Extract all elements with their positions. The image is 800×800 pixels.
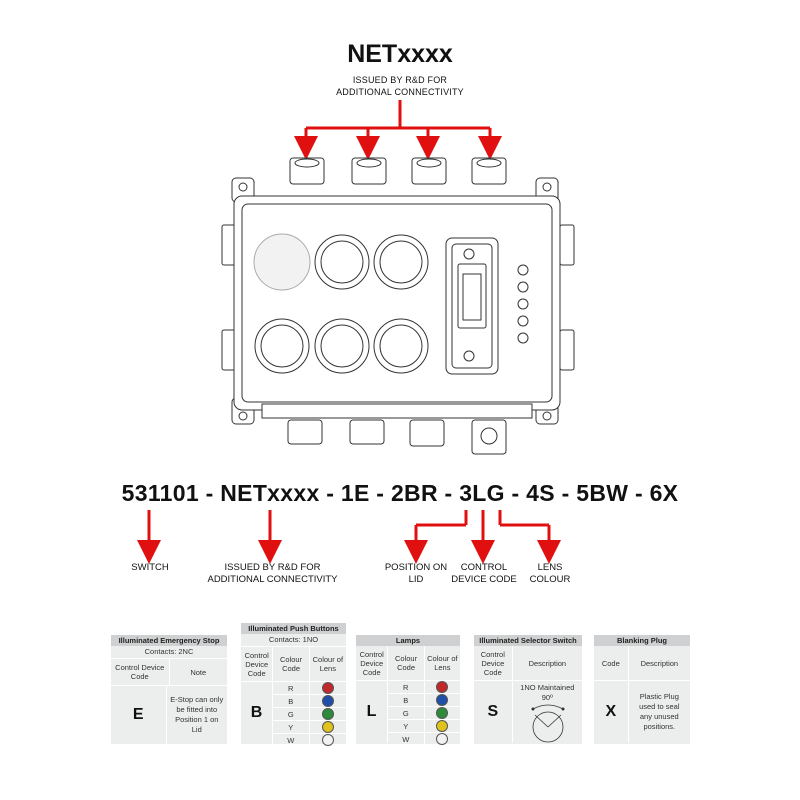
table-blanking-plug: Blanking Plug Code Description X Plastic… [594, 635, 690, 744]
selector-90-icon [531, 704, 565, 743]
label-switch: SWITCH [131, 562, 169, 573]
col-header: Description [528, 658, 567, 668]
label-lens-line-2: COLOUR [529, 574, 571, 585]
table-contacts: Contacts: 1NO [241, 634, 346, 647]
device-code: L [356, 681, 388, 743]
col-header: Colour of Lens [427, 654, 458, 672]
label-issued-line-1: ISSUED BY R&D FOR [224, 562, 321, 573]
table-title: Blanking Plug [594, 635, 690, 646]
label-control: CONTROL DEVICE CODE [446, 562, 522, 586]
colour-code: B [273, 695, 310, 707]
table-emergency-stop: Illuminated Emergency Stop Contacts: 2NC… [111, 635, 227, 744]
device-code: E [111, 686, 167, 744]
colour-code: B [388, 694, 425, 706]
enclosure-body [221, 157, 575, 455]
label-lens: LENS COLOUR [515, 562, 585, 586]
colour-code: G [388, 707, 425, 719]
table-title: Illuminated Emergency Stop [111, 635, 227, 646]
red-lens-swatch [436, 681, 449, 693]
col-header: Control Device Code [241, 647, 274, 681]
colour-code: Y [273, 721, 310, 733]
device-code: X [594, 681, 629, 743]
label-lens-line-1: LENS [537, 562, 563, 573]
netxxxx-title: NETxxxx [347, 40, 453, 68]
blue-lens-swatch [321, 695, 334, 707]
colour-code: W [273, 734, 310, 746]
table-contacts: Contacts: 2NC [111, 646, 227, 659]
selector-description: 1NO Maintained 90º [513, 681, 582, 743]
top-connector-arrows [294, 100, 502, 160]
col-header: Code [594, 646, 629, 680]
label-position-line-2: LID [408, 574, 424, 585]
colour-code: G [273, 708, 310, 720]
yellow-lens-swatch [436, 720, 449, 732]
code-arrows [137, 510, 561, 564]
green-lens-swatch [321, 708, 334, 720]
table-selector-switch: Illuminated Selector Switch Control Devi… [474, 635, 582, 744]
yellow-lens-swatch [321, 721, 334, 733]
colour-list: R B G Y W [388, 681, 460, 745]
table-title: Illuminated Selector Switch [474, 635, 582, 646]
desc-line-2: 90º [541, 693, 553, 702]
top-cable-glands [289, 157, 507, 185]
product-code-string: 531101 - NETxxxx - 1E - 2BR - 3LG - 4S -… [121, 480, 679, 506]
blue-lens-swatch [436, 694, 449, 706]
label-position: POSITION ON LID [378, 562, 454, 586]
col-header: Control Device Code [474, 646, 513, 680]
bottom-cable-glands [287, 419, 507, 455]
table-push-buttons: Illuminated Push Buttons Contacts: 1NO C… [241, 623, 346, 746]
col-header: Colour of Lens [312, 655, 344, 673]
col-header: Colour Code [388, 646, 425, 680]
label-issued-line-2: ADDITIONAL CONNECTIVITY [207, 574, 338, 585]
description: Plastic Plug used to seal any unused pos… [639, 692, 680, 731]
label-position-line-1: POSITION ON [384, 562, 448, 573]
col-header: Note [190, 667, 207, 677]
table-lamps: Lamps Control Device Code Colour Code Co… [356, 635, 460, 745]
green-lens-swatch [436, 707, 449, 719]
colour-code: R [273, 682, 310, 694]
device-code: B [241, 682, 273, 744]
col-header: Colour Code [273, 647, 310, 681]
colour-list: R B G Y W [273, 682, 346, 746]
table-title: Lamps [356, 635, 460, 646]
subtitle-line-1: ISSUED BY R&D FOR [352, 75, 448, 85]
white-lens-swatch [321, 734, 334, 746]
label-control-line-1: CONTROL [460, 562, 508, 573]
red-lens-swatch [321, 682, 334, 694]
table-title: Illuminated Push Buttons [241, 623, 346, 634]
label-issued: ISSUED BY R&D FOR ADDITIONAL CONNECTIVIT… [195, 562, 350, 586]
desc-line-1: 1NO Maintained [520, 683, 575, 692]
white-lens-swatch [436, 733, 449, 745]
colour-code: R [388, 681, 425, 693]
col-header: Control Device Code [356, 646, 389, 680]
colour-code: Y [388, 720, 425, 732]
col-header: Control Device Code [111, 659, 170, 685]
netxxxx-subtitle: ISSUED BY R&D FOR ADDITIONAL CONNECTIVIT… [300, 74, 500, 98]
label-control-line-2: DEVICE CODE [451, 574, 517, 585]
colour-code: W [388, 733, 425, 745]
device-code: S [474, 681, 513, 743]
subtitle-line-2: ADDITIONAL CONNECTIVITY [336, 87, 464, 97]
col-header: Description [640, 658, 679, 668]
note: E-Stop can only be fitted into Position … [170, 695, 224, 734]
